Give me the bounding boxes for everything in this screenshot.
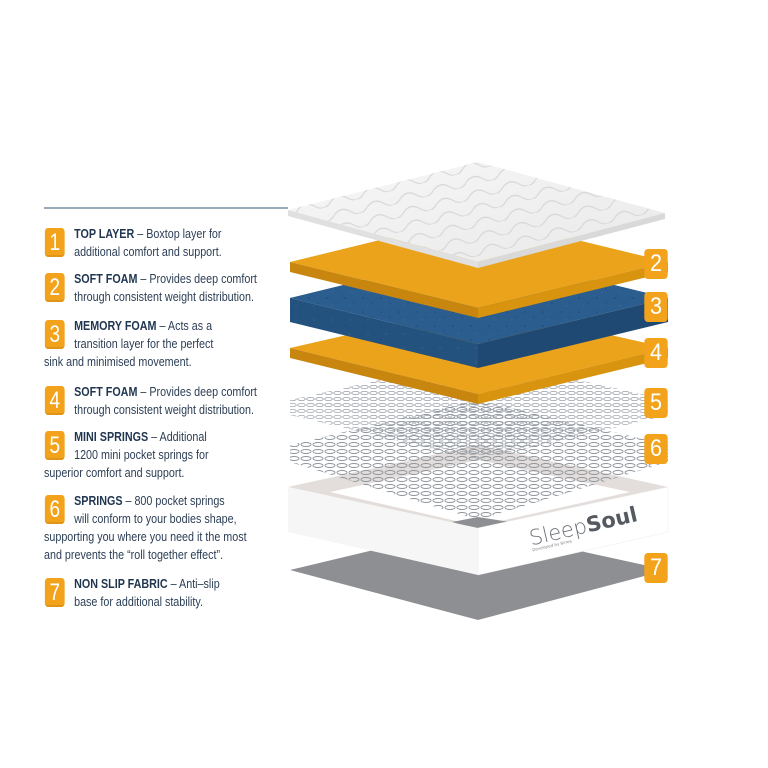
legend-divider — [44, 207, 288, 209]
item-text: through consistent weight distribution. — [74, 403, 254, 417]
item-dash: – — [134, 227, 147, 241]
item-dash: – — [148, 430, 160, 444]
layer-top — [288, 162, 665, 268]
item-dash: – — [167, 577, 180, 591]
item-dash: – — [137, 385, 150, 399]
item-text: will conform to your bodies shape, — [74, 512, 237, 526]
item-text: sink and minimised movement. — [44, 355, 192, 369]
item-title: MEMORY FOAM — [74, 319, 157, 333]
layer-badge-2: 2 — [644, 249, 668, 279]
item-text: supporting you where you need it the mos… — [44, 530, 247, 544]
item-text: Provides deep comfort — [149, 385, 257, 399]
item-text: and prevents the “roll together effect”. — [44, 548, 224, 562]
item-title: SPRINGS — [74, 494, 123, 508]
item-text: 800 pocket springs — [134, 494, 225, 508]
item-text: additional comfort and support. — [74, 245, 222, 259]
layer-badge-6: 6 — [644, 434, 668, 464]
item-text: transition layer for the perfect — [74, 337, 214, 351]
item-dash: – — [156, 319, 168, 333]
item-text: 1200 mini pocket springs for — [74, 448, 209, 462]
item-text: Anti–slip — [179, 577, 220, 591]
item-text: Provides deep comfort — [149, 272, 257, 286]
badge-number: 2 — [44, 273, 65, 302]
item-text: Boxtop layer for — [146, 227, 222, 241]
layer-badge-7: 7 — [644, 553, 668, 583]
layer-badge-3: 3 — [644, 292, 668, 322]
item-title: NON SLIP FABRIC — [74, 577, 168, 591]
item-title: MINI SPRINGS — [74, 430, 149, 444]
item-text: Acts as a — [167, 319, 213, 333]
layer-badge-4: 4 — [644, 338, 668, 368]
item-dash: – — [122, 494, 135, 508]
layer-legend: 1 TOP LAYER – Boxtop layer for additiona… — [0, 0, 290, 768]
item-dash: – — [137, 272, 150, 286]
item-text: through consistent weight distribution. — [74, 290, 254, 304]
item-text: superior comfort and support. — [44, 466, 185, 480]
badge-number: 7 — [44, 578, 65, 607]
badge-number: 4 — [44, 386, 65, 415]
badge-number: 3 — [44, 320, 65, 349]
item-title: SOFT FOAM — [74, 385, 138, 399]
item-title: TOP LAYER — [74, 227, 135, 241]
badge-number: 1 — [44, 228, 65, 257]
item-text: base for additional stability. — [74, 595, 203, 609]
item-text: Additional — [159, 430, 207, 444]
badge-number: 5 — [44, 431, 65, 460]
badge-number: 6 — [44, 495, 65, 524]
layer-badge-5: 5 — [644, 388, 668, 418]
item-title: SOFT FOAM — [74, 272, 138, 286]
